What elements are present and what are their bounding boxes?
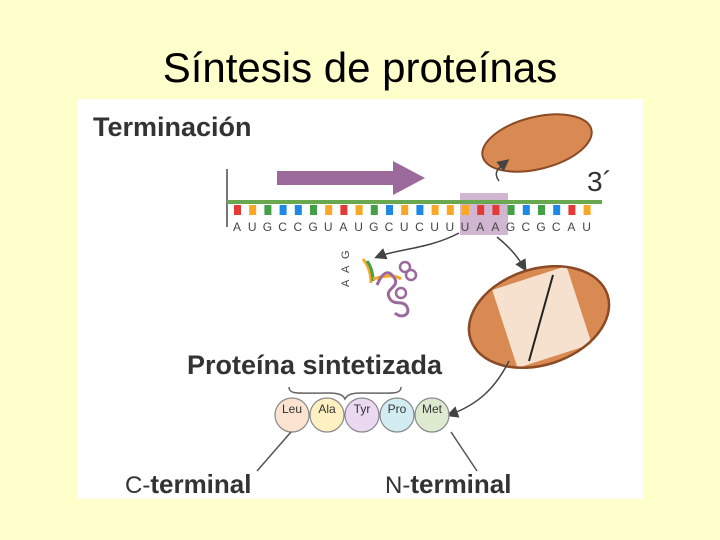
base-tick xyxy=(462,205,469,215)
amino-acid-label: Ala xyxy=(318,402,336,416)
base-letter: G xyxy=(506,220,515,234)
c-terminal-prefix: C- xyxy=(125,472,150,499)
section-title: Terminación xyxy=(93,112,252,142)
base-tick xyxy=(249,205,257,215)
base-letter: U xyxy=(461,220,470,234)
base-letter: G xyxy=(263,220,272,234)
arrow-to-trna xyxy=(374,232,460,260)
base-letter: C xyxy=(415,220,424,234)
base-tick xyxy=(431,205,439,215)
base-tick xyxy=(507,205,515,215)
base-letter: G xyxy=(536,220,545,234)
amino-acid-label: Pro xyxy=(388,402,407,416)
large-ribosome xyxy=(467,264,611,370)
slide-title: Síntesis de proteínas xyxy=(162,44,558,91)
amino-acid-bead xyxy=(274,397,310,433)
arrow-subunit xyxy=(495,159,510,182)
base-letter: U xyxy=(430,220,439,234)
base-letter: U xyxy=(582,220,591,234)
base-tick xyxy=(553,205,561,215)
base-letter: A xyxy=(476,220,484,234)
trna: GAA xyxy=(340,250,418,318)
amino-acid-label: Tyr xyxy=(354,402,371,416)
base-letter: C xyxy=(293,220,302,234)
protein-title: Proteína sintetizada xyxy=(187,350,443,380)
trna-letter: G xyxy=(340,250,352,259)
protein-brace xyxy=(288,386,402,401)
n-terminal-label: N-terminal xyxy=(385,469,511,499)
base-letter: U xyxy=(324,220,333,234)
base-tick xyxy=(492,205,500,215)
trna-letter: A xyxy=(340,279,352,287)
arrow-to-ribosome xyxy=(496,236,527,272)
base-tick xyxy=(234,205,241,215)
base-tick xyxy=(522,205,530,215)
amino-acid-chain: Leu Ala Tyr Pro Met xyxy=(274,397,450,433)
c-terminal-label: C-terminal xyxy=(125,469,251,499)
base-tick xyxy=(538,205,545,215)
base-tick xyxy=(355,205,363,215)
base-letter: C xyxy=(521,220,530,234)
n-terminal-word: terminal xyxy=(410,469,511,499)
amino-acid-label: Leu xyxy=(282,402,302,416)
n-terminal-line xyxy=(450,431,478,472)
n-terminal-prefix: N- xyxy=(385,472,410,499)
base-letter: A xyxy=(233,220,241,234)
amino-acid-bead xyxy=(344,397,380,433)
base-tick xyxy=(386,205,393,215)
base-tick xyxy=(325,205,333,215)
c-terminal-line xyxy=(256,431,292,472)
base-tick xyxy=(310,205,317,215)
base-tick xyxy=(279,205,287,215)
three-prime-label: 3´ xyxy=(587,166,612,197)
base-tick xyxy=(370,205,378,215)
base-tick xyxy=(264,205,272,215)
small-ribosome-subunit xyxy=(481,113,593,173)
trna-letter: A xyxy=(340,265,352,273)
base-letter: U xyxy=(354,220,363,234)
base-tick xyxy=(568,205,576,215)
base-tick xyxy=(583,205,591,215)
base-letter: C xyxy=(552,220,561,234)
c-terminal-word: terminal xyxy=(150,469,251,499)
direction-arrow xyxy=(277,161,425,195)
base-tick xyxy=(416,205,424,215)
arrow-to-protein xyxy=(446,360,510,418)
amino-acid-label: Met xyxy=(422,402,443,416)
base-letter: U xyxy=(400,220,409,234)
amino-acid-bead xyxy=(309,397,345,433)
base-letter: C xyxy=(385,220,394,234)
base-tick xyxy=(477,205,485,215)
amino-acid-bead xyxy=(414,397,450,433)
base-letter: A xyxy=(567,220,575,234)
base-letter: A xyxy=(339,220,347,234)
amino-acid-bead xyxy=(379,397,415,433)
base-letter: G xyxy=(369,220,378,234)
base-tick xyxy=(401,205,409,215)
base-letter: A xyxy=(491,220,499,234)
base-letter: G xyxy=(308,220,317,234)
base-tick xyxy=(340,205,348,215)
base-letter: C xyxy=(278,220,287,234)
base-letter: U xyxy=(248,220,257,234)
base-letter: U xyxy=(445,220,454,234)
base-tick xyxy=(446,205,454,215)
base-tick xyxy=(294,205,302,215)
